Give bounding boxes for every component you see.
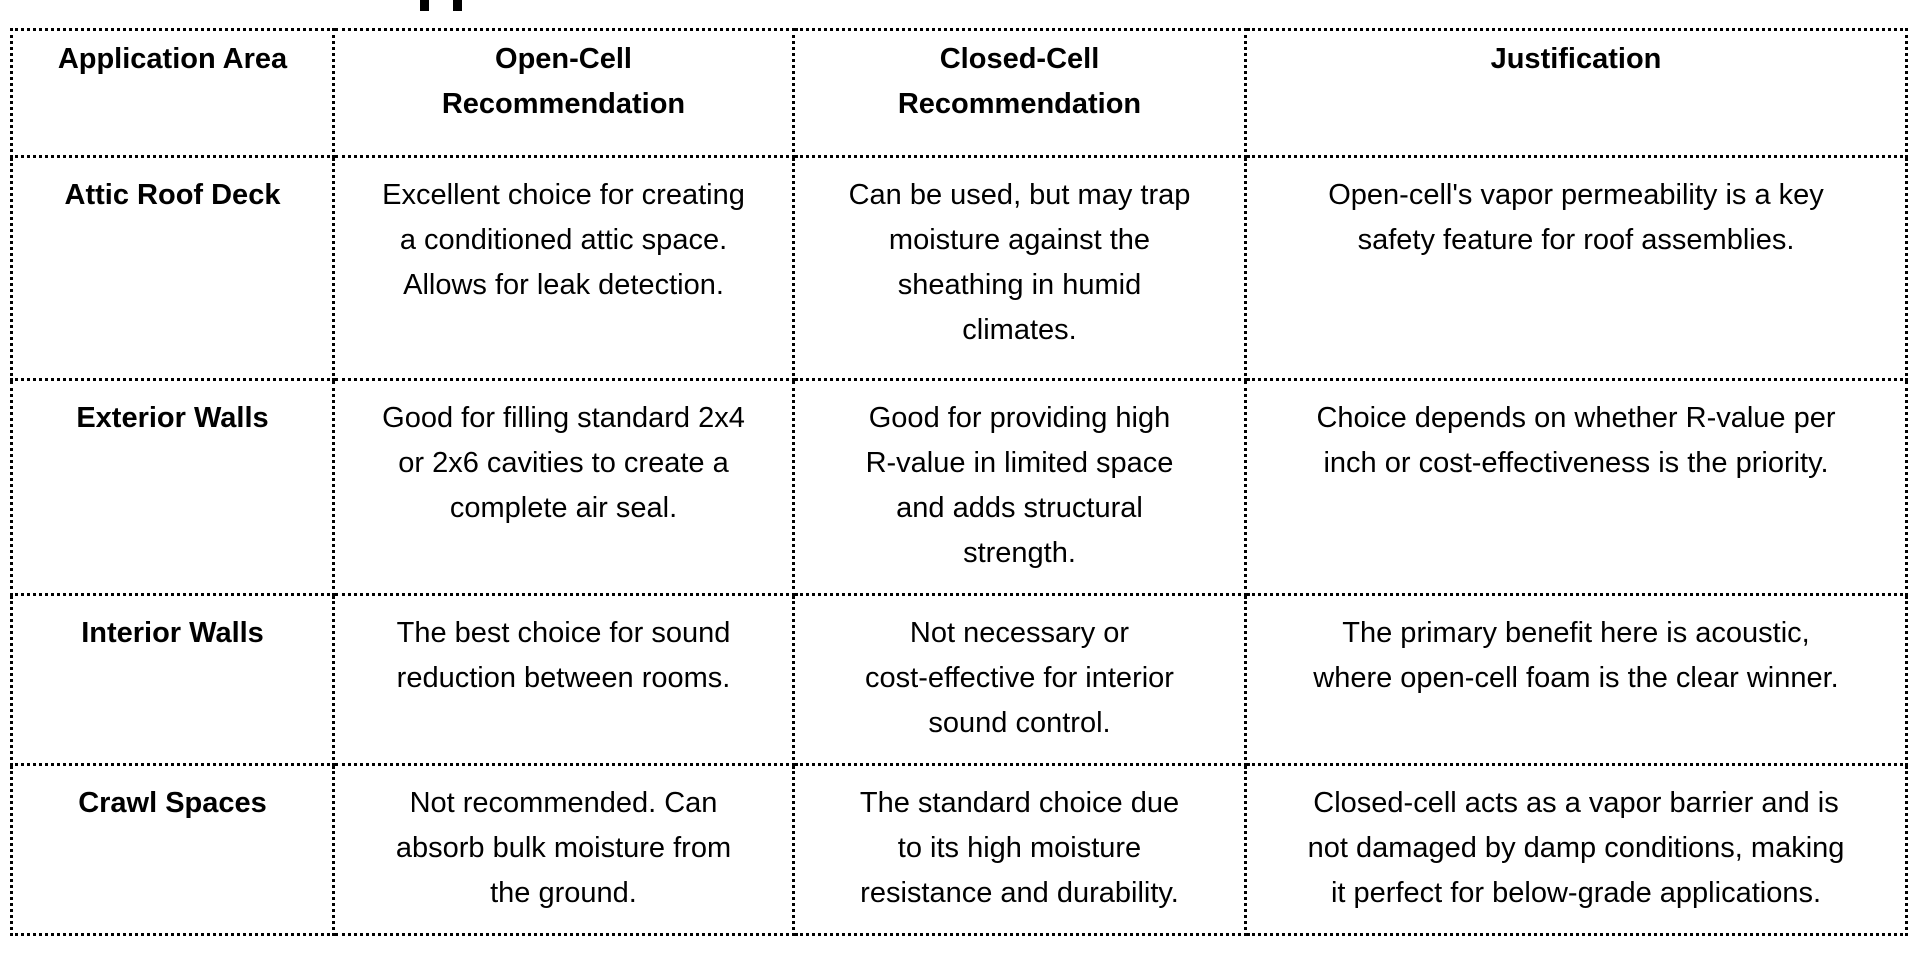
clipped-title-letter-stem (420, 0, 429, 11)
cell-exterior-closed-cell: Good for providing high R-value in limit… (792, 378, 1247, 596)
cell-exterior-open-cell: Good for filling standard 2x4 or 2x6 cav… (332, 378, 795, 596)
table-row-exterior-walls: Exterior Walls Good for filling standard… (10, 378, 1908, 596)
clipped-title-fragment (0, 0, 1920, 12)
clipped-title-letter-stem (453, 0, 462, 11)
table-row-interior-walls: Interior Walls The best choice for sound… (10, 593, 1908, 766)
row-label-crawl-spaces: Crawl Spaces (10, 763, 335, 936)
cell-crawl-open-cell: Not recommended. Can absorb bulk moistur… (332, 763, 795, 936)
cell-exterior-justification: Choice depends on whether R-value per in… (1244, 378, 1908, 596)
cell-attic-justification: Open-cell's vapor permeability is a key … (1244, 155, 1908, 381)
cell-interior-closed-cell: Not necessary or cost-effective for inte… (792, 593, 1247, 766)
cell-attic-open-cell: Excellent choice for creating a conditio… (332, 155, 795, 381)
table-row-crawl-spaces: Crawl Spaces Not recommended. Can absorb… (10, 763, 1908, 936)
cell-attic-closed-cell: Can be used, but may trap moisture again… (792, 155, 1247, 381)
cell-crawl-closed-cell: The standard choice due to its high mois… (792, 763, 1247, 936)
header-justification: Justification (1244, 28, 1908, 158)
row-label-interior-walls: Interior Walls (10, 593, 335, 766)
row-label-attic-roof-deck: Attic Roof Deck (10, 155, 335, 381)
header-application-area: Application Area (10, 28, 335, 158)
row-label-exterior-walls: Exterior Walls (10, 378, 335, 596)
table-header-row: Application Area Open-Cell Recommendatio… (10, 28, 1908, 158)
cell-interior-justification: The primary benefit here is acoustic, wh… (1244, 593, 1908, 766)
spray-foam-comparison-table: Application Area Open-Cell Recommendatio… (10, 28, 1908, 936)
header-open-cell-recommendation: Open-Cell Recommendation (332, 28, 795, 158)
cell-interior-open-cell: The best choice for sound reduction betw… (332, 593, 795, 766)
cell-crawl-justification: Closed-cell acts as a vapor barrier and … (1244, 763, 1908, 936)
header-closed-cell-recommendation: Closed-Cell Recommendation (792, 28, 1247, 158)
table-row-attic-roof-deck: Attic Roof Deck Excellent choice for cre… (10, 155, 1908, 381)
